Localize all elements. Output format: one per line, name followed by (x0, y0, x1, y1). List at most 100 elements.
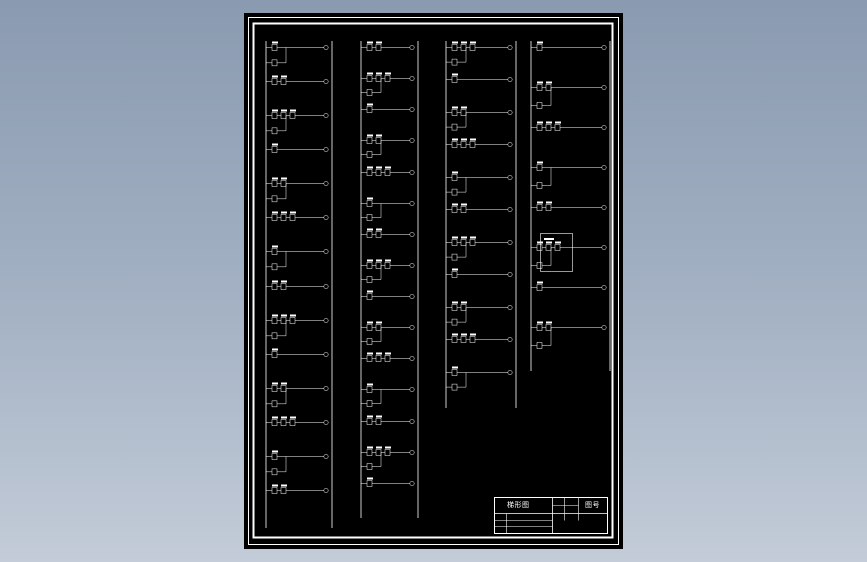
coil (323, 488, 329, 493)
contact-label (376, 41, 382, 44)
contact-label (555, 241, 561, 244)
contact (375, 262, 382, 269)
contact-label (461, 138, 467, 141)
contact-label (537, 81, 543, 84)
title-block (494, 497, 608, 534)
contact (289, 214, 296, 221)
contact (366, 293, 373, 300)
contact-label (385, 446, 391, 449)
contact-label (367, 134, 373, 137)
coil (601, 85, 607, 90)
contact (384, 355, 391, 362)
function-block (540, 233, 573, 272)
contact (280, 78, 287, 85)
coil (323, 147, 329, 152)
contact (460, 109, 467, 116)
contact (366, 324, 373, 331)
contact (536, 84, 543, 91)
contact-label (537, 41, 543, 44)
contact (271, 44, 278, 51)
contact-label (537, 241, 543, 244)
coil (409, 325, 415, 330)
contact-label (367, 446, 373, 449)
coil (409, 76, 415, 81)
contact (384, 449, 391, 456)
coil (507, 370, 513, 375)
coil (507, 207, 513, 212)
contact-label (452, 236, 458, 239)
contact (280, 214, 287, 221)
contact (366, 400, 373, 407)
coil (323, 79, 329, 84)
contact-label (452, 106, 458, 109)
contact (375, 449, 382, 456)
contact-label (272, 484, 278, 487)
contact-label (376, 259, 382, 262)
contact (271, 214, 278, 221)
contact (366, 137, 373, 144)
contact (451, 44, 458, 51)
contact-label (367, 166, 373, 169)
contact (451, 383, 458, 391)
contact (536, 182, 543, 189)
contact (545, 84, 552, 91)
function-block-label (544, 238, 554, 240)
contact (271, 400, 278, 408)
contact-label (461, 333, 467, 336)
contact (469, 239, 476, 246)
coil (507, 337, 513, 342)
contact (366, 355, 373, 362)
contact-label (452, 41, 458, 44)
contact-label (452, 333, 458, 336)
contact (451, 369, 458, 376)
contact-label (367, 41, 373, 44)
contact-label (452, 203, 458, 206)
contact-label (376, 321, 382, 324)
contact-label (537, 321, 543, 324)
contact-label (537, 161, 543, 164)
contact (271, 453, 278, 460)
contact-label (281, 109, 287, 112)
contact (366, 169, 373, 176)
coil (507, 77, 513, 82)
contact-label (367, 228, 373, 231)
coil (507, 175, 513, 180)
contact-label (367, 290, 373, 293)
coil (507, 240, 513, 245)
contact (545, 204, 552, 211)
contact-label (272, 75, 278, 78)
contact (451, 253, 458, 261)
coil (323, 420, 329, 425)
contact (469, 141, 476, 148)
coil (409, 356, 415, 361)
coil (323, 45, 329, 50)
outer-border (248, 17, 619, 545)
contact-label (367, 259, 373, 262)
contact (469, 336, 476, 343)
title-block-sheet-no-label: 图号 (585, 501, 600, 509)
contact (375, 44, 382, 51)
contact (271, 487, 278, 494)
coil (507, 272, 513, 277)
inner-border (252, 22, 614, 539)
contact (366, 480, 373, 487)
contact-label (470, 138, 476, 141)
coil (409, 450, 415, 455)
contact (375, 75, 382, 82)
contact (545, 324, 552, 331)
coil (507, 142, 513, 147)
contact-label (272, 177, 278, 180)
contact (366, 75, 373, 82)
contact-label (452, 73, 458, 76)
contact-label (290, 211, 296, 214)
contact-label (452, 366, 458, 369)
contact-label (385, 259, 391, 262)
contact (460, 44, 467, 51)
contact (366, 231, 373, 238)
contact (536, 44, 543, 51)
contact-label (385, 72, 391, 75)
contact-label (290, 416, 296, 419)
contact-label (367, 352, 373, 355)
contact (536, 342, 543, 349)
contact-label (452, 301, 458, 304)
